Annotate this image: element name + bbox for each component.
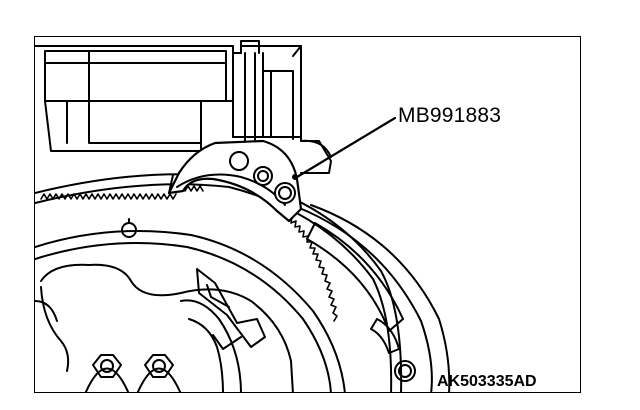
bolt-heads xyxy=(84,354,182,392)
tool-callout-label: MB991883 xyxy=(398,104,502,127)
flywheel-gear xyxy=(35,173,451,392)
engine-block xyxy=(35,40,332,174)
illustration-frame xyxy=(34,36,581,393)
callout-leader-line xyxy=(295,116,397,179)
crankshaft-holder-tool xyxy=(167,139,303,223)
technical-illustration xyxy=(35,40,451,392)
figure-id-label: AK503335AD xyxy=(437,373,537,390)
flywheel-face xyxy=(35,218,346,392)
